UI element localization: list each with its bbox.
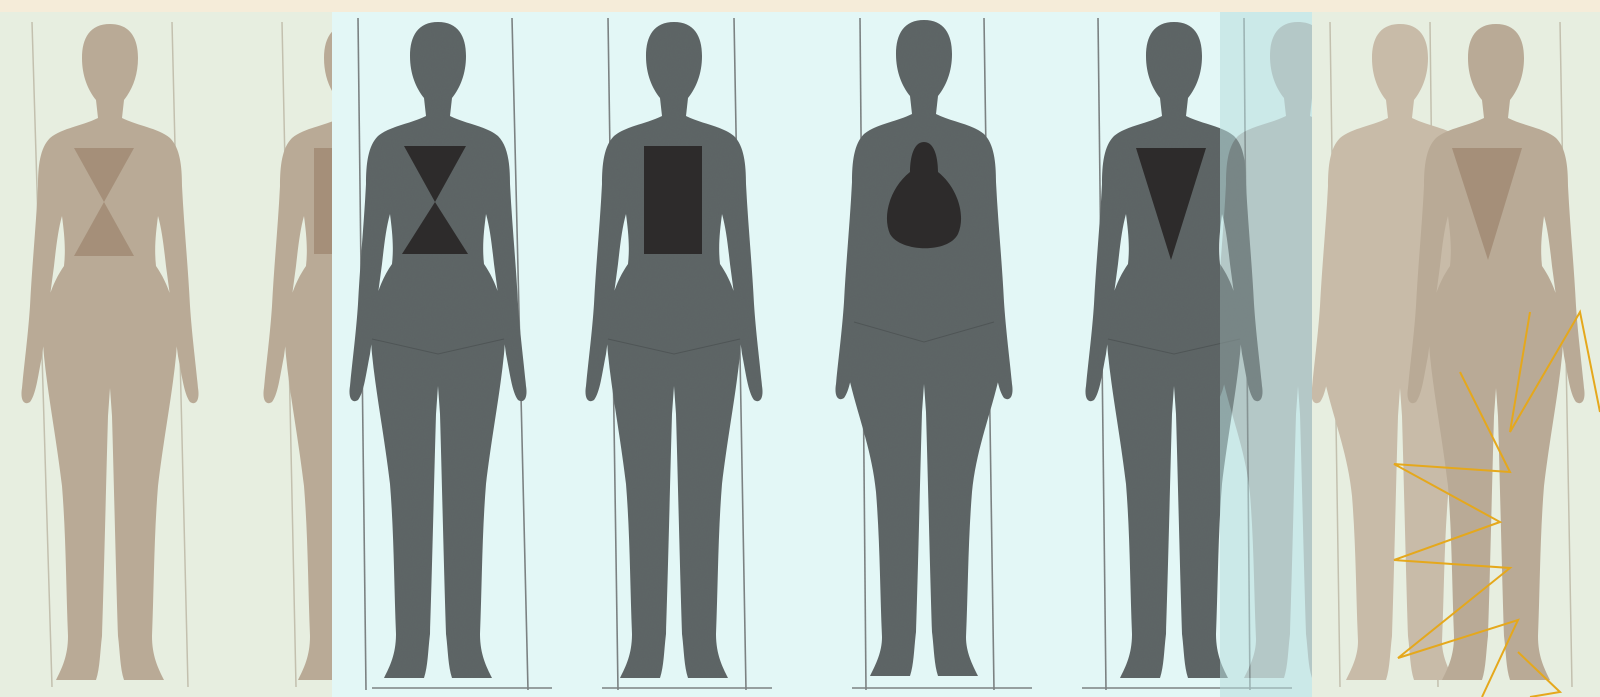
top-strip bbox=[0, 0, 1600, 12]
body-shape-chart bbox=[332, 12, 1312, 697]
faded-background-right bbox=[1310, 12, 1600, 697]
rectangle-shape-icon bbox=[644, 146, 702, 254]
faded-background-left bbox=[0, 12, 332, 697]
body-shapes-image bbox=[0, 12, 1600, 697]
ghost-overlay-panel bbox=[1220, 12, 1312, 697]
